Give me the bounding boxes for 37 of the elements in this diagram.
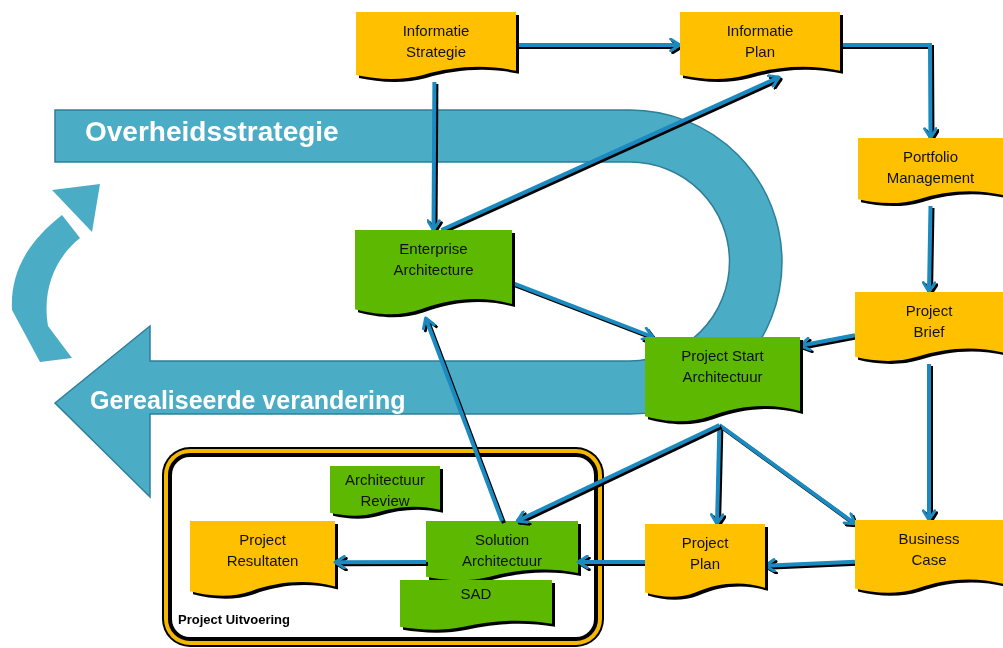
arrow xyxy=(921,205,937,294)
band-label: Gerealiseerde verandering xyxy=(90,386,406,415)
arrow xyxy=(840,42,938,140)
node-label: Project Brief xyxy=(904,301,954,342)
node-label: Architectuur Review xyxy=(343,470,426,511)
arrow xyxy=(511,280,655,341)
node-label: Business Case xyxy=(897,529,961,570)
document-box xyxy=(426,521,578,583)
arrow xyxy=(333,554,426,570)
document-box xyxy=(356,12,516,82)
arrow xyxy=(440,74,781,232)
document-box xyxy=(680,12,840,82)
node-label: Solution Architectuur xyxy=(460,530,543,571)
node-label: Project Plan xyxy=(680,533,730,574)
node-label: Project Start Architectuur xyxy=(680,346,765,387)
node-label: Portfolio Management xyxy=(885,147,976,188)
document-box xyxy=(855,292,1003,364)
document-box xyxy=(330,466,440,518)
arrow xyxy=(515,423,721,524)
arrow xyxy=(421,316,504,522)
arrow xyxy=(921,364,937,522)
node-label: SAD xyxy=(459,584,493,604)
node-label: Informatie Plan xyxy=(725,21,795,62)
document-box xyxy=(645,524,765,600)
node-label: Informatie Strategie xyxy=(401,21,471,62)
arrow xyxy=(516,37,682,53)
arrow xyxy=(576,554,645,570)
group-label: Project Uitvoering xyxy=(178,612,290,627)
document-box xyxy=(400,580,552,632)
document-box xyxy=(858,138,1003,206)
band-label: Overheidsstrategie xyxy=(85,116,339,148)
document-box xyxy=(190,521,335,599)
node-label: Enterprise Architecture xyxy=(392,239,475,280)
arrow xyxy=(426,82,441,232)
arrow xyxy=(718,423,857,526)
document-box xyxy=(855,520,1003,596)
node-label: Project Resultaten xyxy=(225,530,300,571)
